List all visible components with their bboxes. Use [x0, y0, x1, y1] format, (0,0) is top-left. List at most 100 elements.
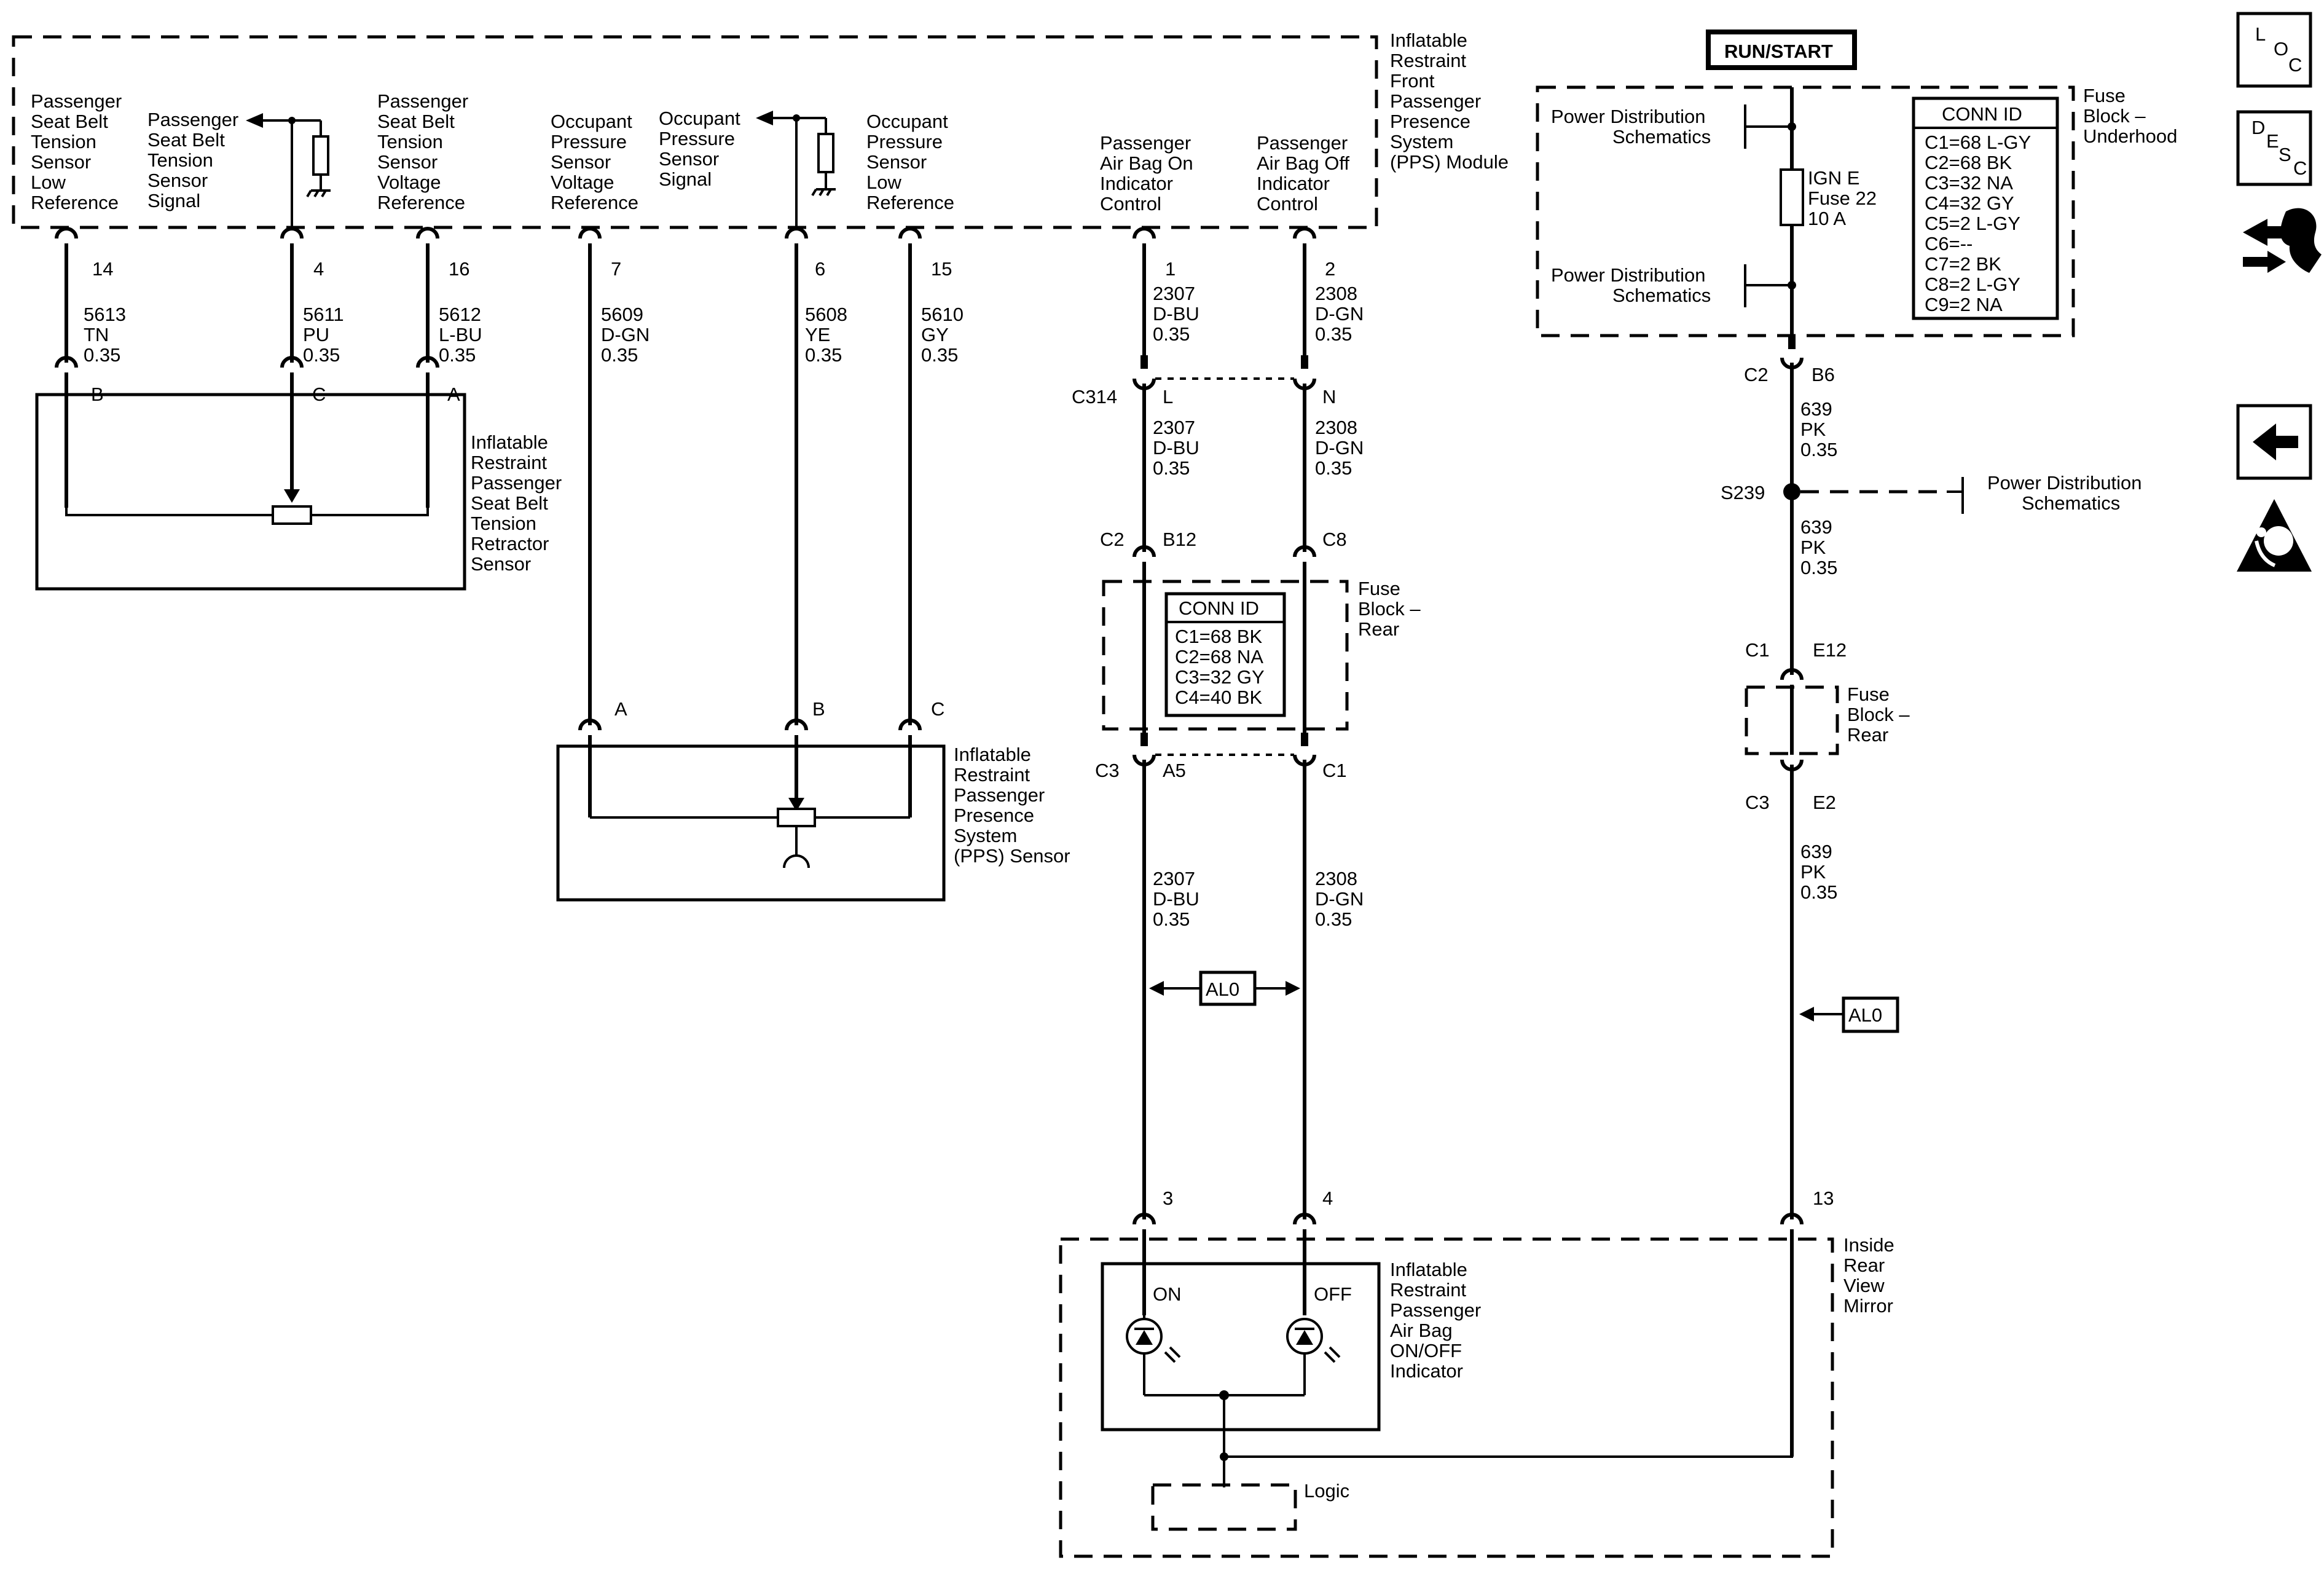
led-on-icon: [1126, 1315, 1181, 1395]
pin-label-1: Passenger Air Bag On Indicator Control: [1100, 132, 1198, 215]
pin-16: 16: [449, 258, 469, 280]
loc-icon[interactable]: L O C: [2236, 12, 2312, 88]
svg-text:AL0: AL0: [1848, 1004, 1882, 1026]
svg-text:C314: C314: [1072, 386, 1117, 408]
al0-bidir-arrow: AL0: [1149, 971, 1300, 1006]
svg-text:E: E: [2266, 130, 2279, 152]
pin-label-14: Passenger Seat Belt Tension Sensor Low R…: [31, 90, 127, 213]
back-arrow-icon[interactable]: [2236, 404, 2312, 480]
internal-signal-tension: [246, 113, 331, 227]
pin-6: 6: [815, 258, 825, 280]
al0-arrow: AL0: [1799, 996, 1899, 1033]
svg-text:C2=68 NA: C2=68 NA: [1175, 646, 1263, 667]
svg-text:E2: E2: [1813, 792, 1836, 813]
pin-label-2: Passenger Air Bag Off Indicator Control: [1257, 132, 1355, 215]
svg-text:B12: B12: [1163, 529, 1196, 550]
svg-text:C1: C1: [1322, 760, 1347, 781]
indicator-off: OFF: [1314, 1283, 1352, 1305]
inside-rear-view-mirror: Inside Rear View Mirror Inflatable Restr…: [1059, 1229, 1894, 1558]
pin-label-16: Passenger Seat Belt Tension Sensor Volta…: [377, 90, 474, 213]
svg-text:C4=40 BK: C4=40 BK: [1175, 687, 1263, 708]
fuse-block-underhood: Fuse Block – Underhood Power Distributio…: [1536, 85, 2177, 337]
indicator-label: Inflatable Restraint Passenger Air Bag O…: [1390, 1259, 1486, 1382]
pin-1: 1: [1165, 258, 1176, 280]
svg-text:C1=68 L-GY: C1=68 L-GY: [1925, 132, 2031, 153]
svg-text:C2: C2: [1100, 529, 1125, 550]
svg-text:C4=32 GY: C4=32 GY: [1925, 192, 2014, 214]
pps-sensor-pin-b: B: [812, 698, 825, 720]
pin-15: 15: [931, 258, 952, 280]
mirror-pin-13: 13: [1813, 1187, 1834, 1209]
internal-signal-pressure: [756, 111, 836, 227]
svg-text:C5=2 L-GY: C5=2 L-GY: [1925, 213, 2020, 234]
svg-text:AL0: AL0: [1206, 979, 1239, 1000]
svg-text:L: L: [1163, 386, 1173, 408]
pin-7: 7: [611, 258, 621, 280]
svg-text:A5: A5: [1163, 760, 1186, 781]
fuse-block-underhood-label: Fuse Block – Underhood: [2083, 85, 2177, 147]
svg-text:O: O: [2274, 38, 2288, 60]
svg-text:C8: C8: [1322, 529, 1347, 550]
svg-text:C2: C2: [1744, 364, 1769, 385]
svg-text:C8=2 L-GY: C8=2 L-GY: [1925, 274, 2020, 295]
indicator-on: ON: [1153, 1283, 1182, 1305]
retractor-sensor-label: Inflatable Restraint Passenger Seat Belt…: [471, 431, 567, 575]
svg-text:B6: B6: [1812, 364, 1835, 385]
desc-icon[interactable]: D E S C: [2236, 110, 2312, 186]
pps-module: Inflatable Restraint Front Passenger Pre…: [12, 30, 1509, 229]
splice-s239: S239: [1721, 482, 1765, 503]
pps-sensor-pin-a: A: [614, 698, 627, 720]
mirror-pin-3: 3: [1163, 1187, 1173, 1209]
connector-c314: C314 L N: [1072, 377, 1336, 408]
svg-text:E12: E12: [1813, 639, 1847, 661]
pps-module-label: Inflatable Restraint Front Passenger Pre…: [1390, 30, 1509, 173]
svg-text:S: S: [2279, 144, 2291, 165]
fuse-block-rear-2-label: Fuse Block – Rear: [1847, 683, 1915, 746]
connector-tool-icon[interactable]: [2243, 208, 2322, 273]
airbag-warning-icon[interactable]: [2237, 499, 2312, 572]
pps-sensor-pin-c: C: [931, 698, 944, 720]
svg-text:CONN ID: CONN ID: [1179, 597, 1259, 619]
pin-2: 2: [1325, 258, 1335, 280]
svg-text:C3=32 GY: C3=32 GY: [1175, 666, 1265, 688]
conn-id-underhood: CONN ID C1=68 L-GY C2=68 BK C3=32 NA C4=…: [1912, 96, 2059, 320]
pin-14: 14: [92, 258, 113, 280]
pin-label-6: Occupant Pressure Sensor Signal: [659, 108, 745, 190]
svg-text:C6=--: C6=--: [1925, 233, 1973, 254]
pps-sensor: Inflatable Restraint Passenger Presence …: [556, 744, 1070, 902]
fuse-block-rear-2: Fuse Block – Rear: [1745, 683, 1915, 755]
svg-text:C3: C3: [1745, 792, 1770, 813]
retractor-sensor: Inflatable Restraint Passenger Seat Belt…: [35, 393, 567, 591]
svg-text:C3=32 NA: C3=32 NA: [1925, 172, 2013, 194]
svg-text:RUN/START: RUN/START: [1724, 41, 1833, 62]
svg-text:L: L: [2255, 23, 2266, 45]
pin-label-7: Occupant Pressure Sensor Voltage Referen…: [551, 111, 638, 213]
pin-label-15: Occupant Pressure Sensor Low Reference: [866, 111, 954, 213]
run-start-label: RUN/START: [1706, 30, 1857, 70]
pin-label-4: Passenger Seat Belt Tension Sensor Signa…: [147, 109, 244, 211]
svg-text:C3: C3: [1095, 760, 1120, 781]
svg-text:C: C: [2293, 157, 2307, 179]
